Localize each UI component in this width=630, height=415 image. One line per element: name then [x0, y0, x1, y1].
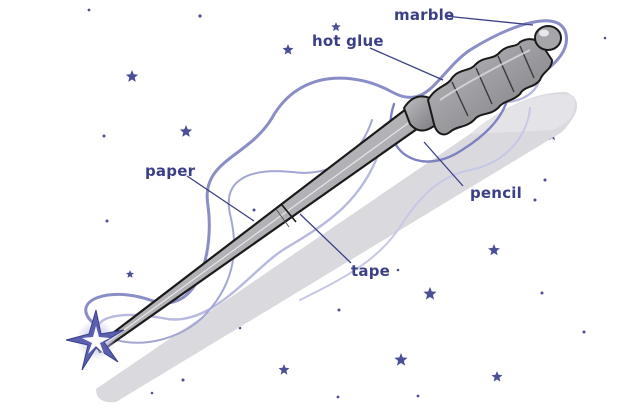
star-icon [491, 371, 503, 382]
star-icon [488, 244, 500, 256]
star-icon [423, 287, 437, 300]
sparkle-icon [65, 309, 125, 371]
star-icon [278, 364, 290, 375]
label-marble: marble [394, 6, 455, 24]
star-icon [394, 353, 408, 366]
star-icon [331, 22, 341, 32]
label-pencil: pencil [470, 184, 522, 202]
marble-top [534, 25, 562, 51]
callout-lines [186, 15, 534, 264]
label-tape: tape [351, 262, 391, 280]
wand-handle [427, 38, 553, 136]
star-icon [125, 270, 135, 278]
paper-leader [186, 175, 255, 222]
tape-leader [299, 213, 352, 264]
tape-band [281, 204, 297, 223]
hot-glue-leader [369, 47, 444, 81]
star-icon [282, 44, 294, 55]
label-hot-glue: hot glue [312, 32, 384, 50]
marble-leader [444, 15, 534, 26]
star-icon [125, 70, 139, 82]
pencil-leader [423, 141, 464, 187]
wand-shadow [96, 92, 578, 403]
background-stars [87, 8, 607, 399]
label-paper: paper [145, 162, 196, 180]
wand [94, 25, 562, 354]
star-icon [179, 125, 193, 137]
